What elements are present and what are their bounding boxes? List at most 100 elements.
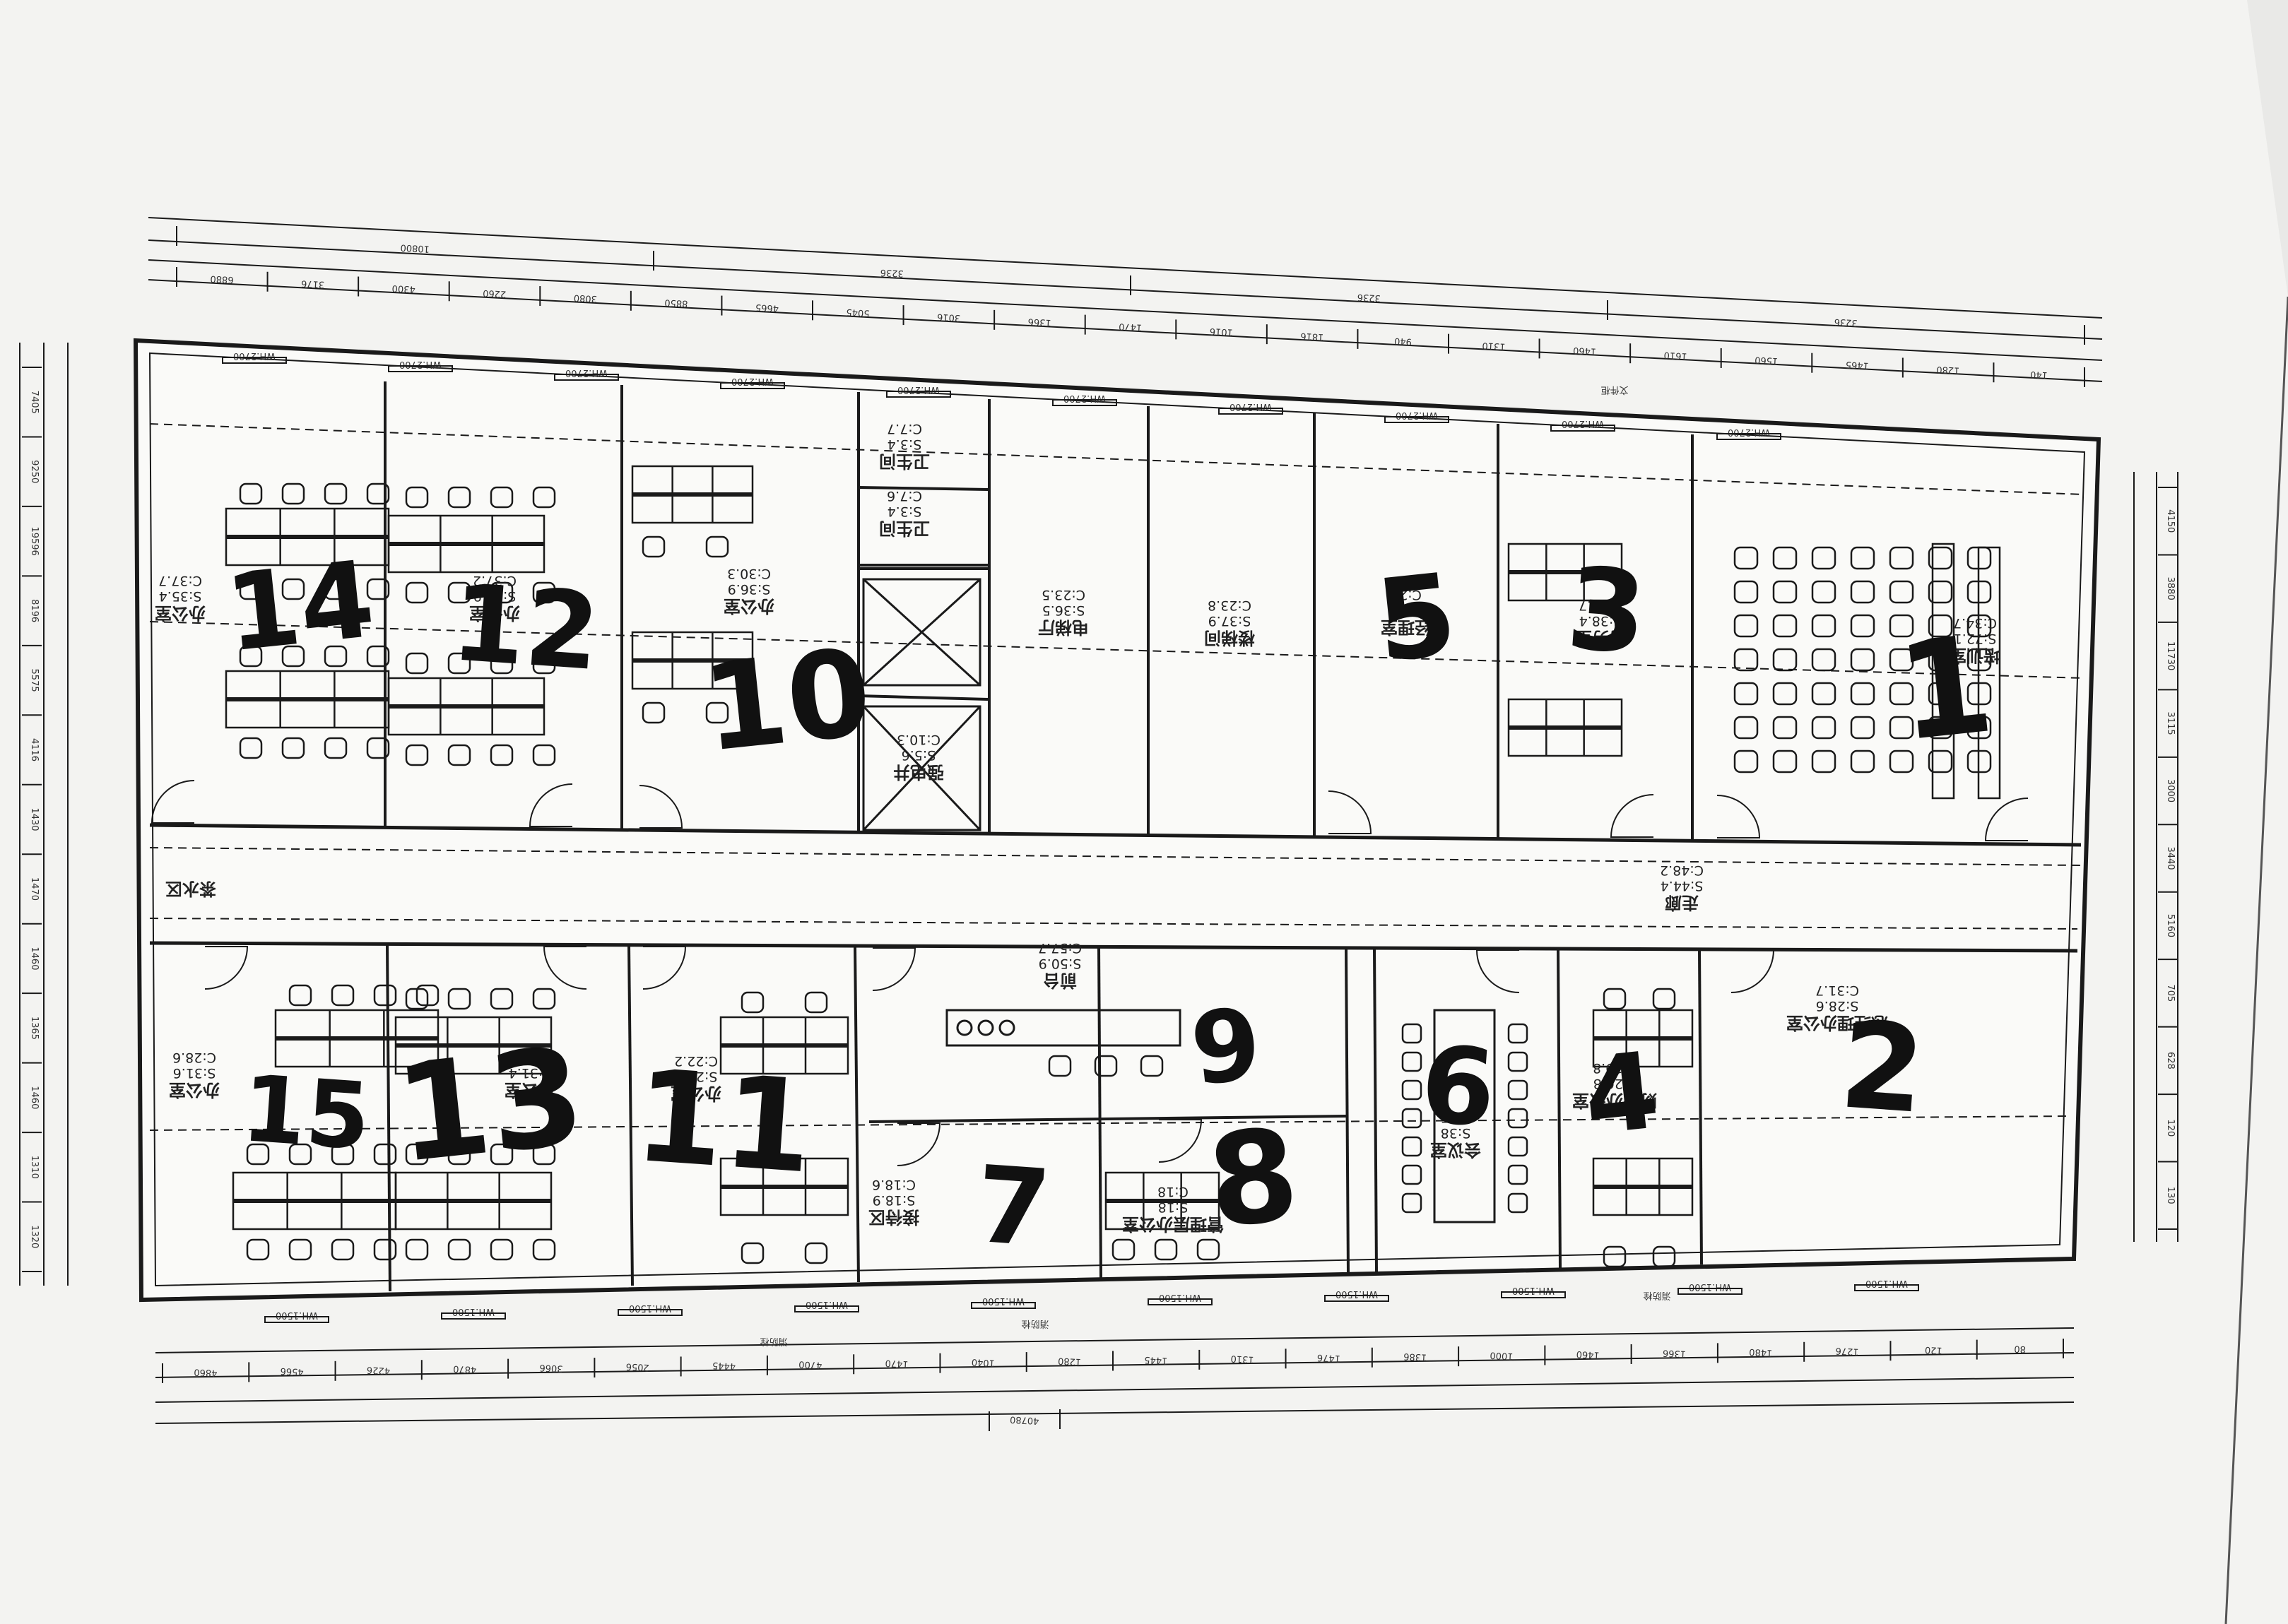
window-tag: WH:1500 — [629, 1303, 671, 1313]
chair — [1889, 614, 1914, 638]
meeting-chair — [1401, 1051, 1422, 1072]
dimension-value: 1310 — [1230, 1353, 1254, 1365]
chair — [239, 482, 263, 505]
dimension-value: 11730 — [2165, 641, 2176, 670]
chair — [366, 578, 390, 600]
chair — [1928, 682, 1953, 706]
dimension-value: 8850 — [664, 297, 688, 309]
room-perim: C:23.5 — [1042, 587, 1085, 603]
chair — [1850, 614, 1875, 638]
window-symbol — [1324, 1295, 1389, 1302]
chair — [490, 1143, 514, 1166]
chair — [447, 652, 471, 675]
chair — [1733, 546, 1759, 570]
dimension-value: 1280 — [1936, 364, 1960, 376]
chair — [532, 652, 556, 675]
room-name: 前台 — [1043, 971, 1077, 990]
chair — [1928, 614, 1953, 638]
dimension-lines — [19, 217, 2178, 1424]
training-desk — [1977, 546, 2001, 800]
dimension-value: 6880 — [210, 273, 234, 285]
door-swing — [1475, 949, 1520, 993]
dimension-value: 1445 — [1144, 1354, 1168, 1366]
room-perim: C:7.7 — [887, 421, 922, 437]
meeting-chair — [1507, 1192, 1528, 1214]
window-tag: WH:1500 — [452, 1306, 495, 1317]
door-swing — [1158, 1119, 1203, 1163]
chair — [288, 1238, 312, 1261]
dimension-value: 1460 — [1573, 345, 1597, 357]
room-number-marker: 9 — [1186, 987, 1266, 1108]
chair — [532, 1238, 556, 1261]
room-number-marker: 6 — [1417, 1024, 1499, 1151]
dimension-value: 1816 — [1300, 331, 1324, 343]
dimension-value: 4860 — [194, 1366, 218, 1378]
chair — [490, 988, 514, 1010]
meeting-chair — [1401, 1023, 1422, 1044]
room-perim: C:25.7 — [1579, 598, 1622, 613]
chair — [1811, 546, 1836, 570]
paper-edge — [2224, 296, 2288, 1624]
inner-wall — [148, 352, 2086, 1287]
dimension-value: 1280 — [1058, 1355, 1082, 1367]
chair — [246, 1143, 270, 1166]
dimension-value: 8196 — [29, 599, 40, 622]
chair — [1850, 580, 1875, 604]
dimension-value: 1366 — [1663, 1347, 1687, 1359]
room-name: 管理层办公室 — [1122, 1214, 1224, 1234]
chair — [490, 652, 514, 675]
chair — [405, 486, 429, 509]
meeting-chair — [1401, 1136, 1422, 1157]
chair — [366, 482, 390, 505]
chair — [532, 581, 556, 604]
room-area: S:37.9 — [1208, 613, 1251, 629]
room-area: S:18.9 — [873, 1192, 916, 1208]
room-number-marker: 13 — [389, 1018, 591, 1192]
room-name: 办公室 — [724, 596, 774, 616]
dimension-value: 1560 — [1755, 354, 1779, 366]
door-swing — [204, 946, 249, 990]
chair — [1928, 716, 1953, 740]
meeting-chair — [1507, 1164, 1528, 1185]
room-perim: C:23 — [1391, 587, 1422, 603]
chair — [1889, 648, 1914, 672]
chair — [324, 482, 348, 505]
chair — [324, 737, 348, 759]
bottom-partitions — [386, 944, 1703, 1292]
dimension-value: 1310 — [1482, 340, 1506, 352]
chair — [405, 1143, 429, 1166]
room-name: 卫生间 — [879, 451, 930, 471]
dimension-value: 3236 — [880, 267, 904, 279]
dimension-value: 1365 — [29, 1017, 40, 1040]
room-area: S:26.8 — [1593, 1076, 1637, 1091]
dimension-value: 3115 — [2165, 712, 2176, 735]
room-area: S:31.6 — [173, 1065, 216, 1081]
room-perim: C:30.3 — [727, 566, 771, 581]
room-name: 财务办公室 — [1572, 1091, 1657, 1110]
chair — [532, 486, 556, 509]
chair — [490, 486, 514, 509]
dimension-value: 1610 — [1663, 350, 1687, 362]
room-number-marker: 15 — [239, 1055, 374, 1170]
window-tag: WH:2700 — [1396, 410, 1438, 420]
dimension-value: 1470 — [29, 877, 40, 901]
dimension-value: 4226 — [367, 1364, 391, 1376]
dimension-value: 7405 — [29, 391, 40, 414]
room-area: S:36.9 — [728, 581, 771, 597]
room-perim: C:28.6 — [172, 1050, 216, 1065]
chair — [1652, 988, 1676, 1010]
door-swing — [897, 1122, 941, 1166]
window-symbol — [720, 382, 785, 389]
dimension-value: 1276 — [1835, 1345, 1859, 1357]
room-area: S:44.4 — [1661, 878, 1704, 894]
elevator-shaft — [862, 578, 981, 831]
chair — [1811, 749, 1836, 774]
